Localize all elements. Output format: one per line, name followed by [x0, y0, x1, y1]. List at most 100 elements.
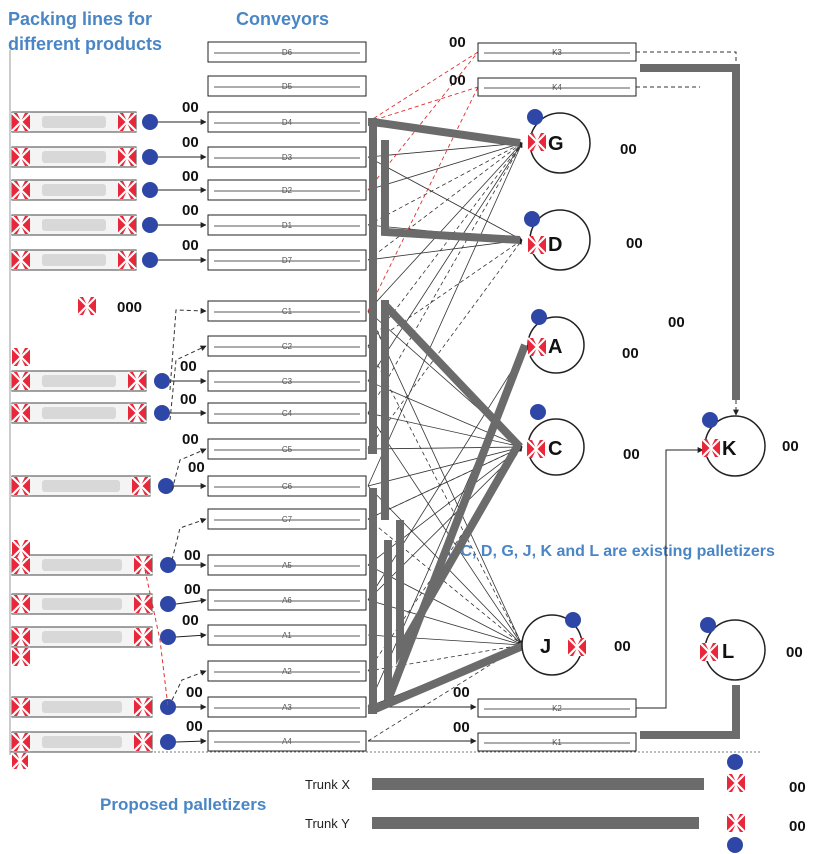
blue-dot-icon — [160, 734, 176, 750]
blurred-product-name — [42, 701, 122, 713]
conveyor-label: A1 — [282, 631, 292, 640]
x-marker-icon — [11, 697, 31, 717]
conveyor-label: C7 — [282, 515, 293, 524]
x-marker-notch — [16, 753, 24, 769]
packing-lines: 000 — [11, 111, 207, 770]
blue-dot-icon — [702, 412, 718, 428]
conveyor-box — [207, 300, 367, 322]
x-marker-icon — [133, 594, 153, 614]
x-marker-notch — [17, 372, 25, 390]
blue-dot-icon — [142, 217, 158, 233]
trunk-label: Trunk Y — [305, 816, 350, 831]
dashed-feeder-1 — [169, 307, 207, 391]
x-marker-cross — [11, 539, 31, 559]
x-marker-notch — [17, 733, 25, 751]
conveyor-label: C5 — [282, 445, 293, 454]
link-solid — [367, 446, 523, 566]
x-marker-icon — [11, 555, 31, 575]
link-solid — [367, 141, 523, 191]
palletizer-count: 00 — [626, 235, 643, 252]
x-marker-notch — [137, 477, 145, 495]
packing-lines-heading-1: Packing lines for — [8, 9, 152, 29]
x-marker-icon — [11, 732, 31, 752]
packing-line-8 — [11, 475, 207, 497]
x-marker-icon — [567, 637, 587, 657]
x-marker-cross — [11, 647, 31, 667]
blue-dot-icon — [158, 478, 174, 494]
x-marker-icon — [11, 371, 31, 391]
blue-dot-icon — [530, 404, 546, 420]
conveyor-d4: D4 — [207, 111, 367, 133]
x-marker-icon — [11, 476, 31, 496]
packing-line-9 — [11, 554, 207, 576]
x-marker-cross — [131, 476, 151, 496]
link-solid — [367, 344, 529, 601]
link-solid — [367, 599, 523, 647]
conveyor-label: C3 — [282, 377, 293, 386]
conveyor-box — [207, 249, 367, 271]
x-marker-cross — [726, 773, 746, 793]
link-solid — [367, 564, 523, 646]
line-count: 00 — [180, 391, 197, 408]
link-solid — [367, 142, 523, 487]
x-marker-icon — [11, 594, 31, 614]
x-marker-icon — [117, 147, 137, 167]
x-marker-icon — [127, 403, 147, 423]
x-marker-cross — [127, 371, 147, 391]
x-marker-cross — [117, 112, 137, 132]
x-marker-icon — [527, 235, 547, 255]
palletizer-j: J — [521, 612, 587, 676]
line-count: 00 — [186, 718, 203, 735]
x-marker-notch — [123, 251, 131, 269]
x-marker-notch — [17, 648, 25, 666]
dashed-feeder-3 — [171, 448, 207, 491]
conveyor-box — [207, 660, 367, 682]
x-marker-cross — [133, 627, 153, 647]
x-marker-notch — [17, 556, 25, 574]
blurred-product-name — [42, 407, 116, 419]
conveyor-box — [477, 698, 637, 718]
link-dashed — [367, 239, 523, 450]
x-marker-cross — [117, 180, 137, 200]
x-marker-icon — [117, 180, 137, 200]
x-marker-notch — [532, 440, 540, 458]
blue-dot-icon — [565, 612, 581, 628]
packing-lines-heading-2: different products — [8, 34, 162, 54]
x-marker-notch — [17, 251, 25, 269]
conveyor-label: K3 — [552, 48, 562, 57]
conveyor-box — [207, 41, 367, 63]
x-marker-icon — [11, 250, 31, 270]
trunk-count: 00 — [789, 818, 806, 835]
palletizer-count: 00 — [786, 644, 803, 661]
x-marker-notch — [133, 372, 141, 390]
trunk-bar — [372, 817, 699, 829]
x-marker-cross — [699, 642, 719, 662]
x-marker-cross — [77, 296, 97, 316]
x-marker-notch — [139, 556, 147, 574]
conveyor-d3: D3 — [207, 146, 367, 168]
blue-dot-icon — [727, 754, 743, 770]
x-marker-icon — [11, 147, 31, 167]
palletizer-label: A — [548, 336, 562, 358]
line-count: 00 — [188, 459, 205, 476]
palletizer-count: 00 — [622, 345, 639, 362]
blurred-product-name — [42, 375, 116, 387]
conveyor-a1: A1 — [207, 624, 367, 646]
conveyor-label: K2 — [552, 704, 562, 713]
palletizer-g: G — [527, 109, 591, 174]
x-marker-notch — [17, 628, 25, 646]
x-marker-cross — [133, 555, 153, 575]
conveyor-label: D1 — [282, 221, 293, 230]
conveyor-c2: C2 — [207, 335, 367, 357]
legend-count: 000 — [117, 299, 142, 316]
counts: 0000000000000000000000000000000000000000… — [180, 34, 803, 736]
x-marker-icon — [133, 732, 153, 752]
line-count: 00 — [182, 99, 199, 116]
palletizer-count: 00 — [614, 638, 631, 655]
packing-to-conveyor-arrow — [175, 597, 207, 605]
palletizer-label: C — [548, 438, 562, 460]
line-count: 00 — [182, 237, 199, 254]
palletizer-d: D — [524, 209, 591, 271]
x-marker-icon — [11, 180, 31, 200]
